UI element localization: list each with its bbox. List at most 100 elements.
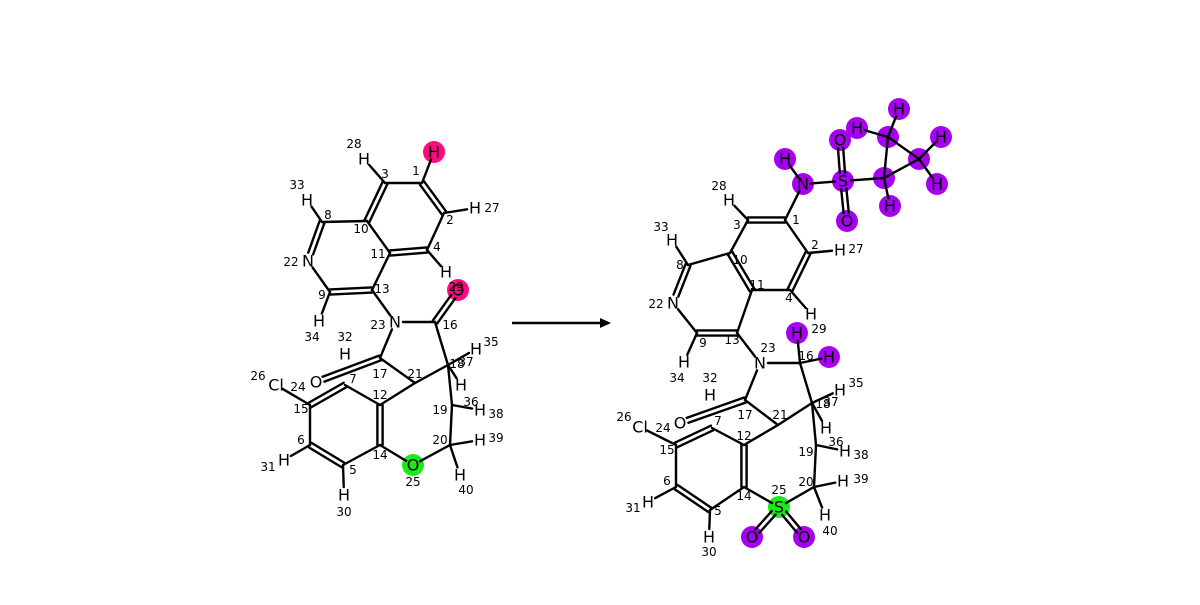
product-atom-index-b10: 10 — [732, 253, 747, 267]
product-bonds — [645, 115, 937, 534]
product-bond-4 — [728, 218, 750, 255]
product-highlight-bHc2 — [926, 173, 948, 195]
product-atom-index-b17: 17 — [737, 408, 752, 422]
reactant-atom-index-a13: 13 — [374, 282, 389, 296]
product-highlight-bHb2 — [888, 98, 910, 120]
product-bond-54 — [882, 157, 921, 180]
product-bond-16 — [685, 396, 748, 424]
product-bond-45 — [812, 485, 824, 509]
reactant-bond-1 — [425, 211, 446, 252]
product-atom-index-b37: 37 — [823, 395, 838, 409]
product-atom-symbol-bS: S — [838, 172, 848, 191]
reactant-bond-18 — [413, 363, 450, 385]
reactant-atom-index-a24: 24 — [290, 380, 305, 394]
product-atom-index-b31: 31 — [625, 501, 640, 515]
product-atom-index-b1: 1 — [792, 213, 800, 227]
product-molecule: 123456789101112131415161718192021N22N23C… — [616, 98, 952, 559]
reactant-bond-42 — [448, 440, 474, 447]
product-bond-13 — [796, 339, 802, 365]
reactant-bonds — [281, 158, 474, 489]
reactant-atom-index-a25: 25 — [405, 475, 420, 489]
product-bond-48 — [809, 180, 837, 185]
product-atom-index-b12: 12 — [736, 429, 751, 443]
product-bond-25 — [780, 510, 803, 534]
reactant-atom-index-a18: 18 — [449, 357, 464, 371]
product-atom-symbol-bOs1: O — [746, 528, 759, 547]
reactant-atom-index-a9: 9 — [318, 288, 326, 302]
product-highlight-b25 — [768, 496, 790, 518]
product-bond-11 — [735, 331, 757, 358]
product-bond-23 — [742, 485, 774, 505]
product-atom-symbol-b34: H — [678, 353, 690, 372]
product-highlight-bN — [792, 173, 814, 195]
reaction-arrow-head — [600, 318, 611, 328]
reactant-atom-index-a38: 38 — [488, 407, 503, 421]
product-atom-index-b15: 15 — [659, 443, 674, 457]
reactant-bond-21 — [418, 443, 452, 463]
product-bond-34 — [733, 204, 750, 222]
product-bond-52 — [882, 135, 890, 180]
product-bond-1 — [786, 250, 812, 293]
product-bond-10 — [735, 288, 754, 335]
product-atom-index-b30: 30 — [701, 545, 716, 559]
product-highlight-bOs1 — [741, 526, 763, 548]
product-bond-43 — [814, 443, 839, 451]
product-highlights — [741, 98, 952, 548]
product-atom-index-b23: 23 — [760, 341, 775, 355]
reactant-atom-index-a19: 19 — [432, 403, 447, 417]
reactant-atom-symbol-a29: O — [452, 281, 465, 300]
reactant-highlights — [402, 141, 469, 476]
product-bond-53 — [886, 135, 921, 161]
product-atom-index-b35: 35 — [848, 376, 863, 390]
reactant-atom-index-a40: 40 — [458, 483, 473, 497]
reactant-molecule: 123456789101112131415161718192021N22N23C… — [250, 137, 503, 519]
reactant-atom-index-a8: 8 — [324, 208, 332, 222]
reactant-atom-index-a39: 39 — [488, 431, 503, 445]
product-bond-58 — [917, 141, 937, 161]
reactant-atom-index-a6: 6 — [297, 433, 305, 447]
reactant-bond-25 — [343, 383, 382, 407]
product-bond-59 — [917, 157, 934, 179]
reactant-bond-43 — [448, 443, 459, 469]
product-bond-19 — [776, 401, 814, 427]
reactant-atom-index-a16: 16 — [442, 318, 457, 332]
product-atom-index-b2: 2 — [811, 238, 819, 252]
reactant-bond-10 — [370, 251, 392, 292]
product-highlight-bH16 — [818, 346, 840, 368]
product-bond-18 — [798, 361, 814, 405]
reactant-atom-symbol-a22: N — [302, 252, 314, 271]
reactant-bond-32 — [310, 205, 324, 224]
reactant-atom-index-a14: 14 — [372, 448, 387, 462]
reactant-atom-index-a2: 2 — [446, 213, 454, 227]
product-bond-20 — [810, 401, 818, 447]
reactant-bond-11 — [370, 288, 392, 317]
reactant-bond-7 — [307, 219, 326, 256]
product-bond-21 — [812, 443, 818, 489]
product-highlight-bS — [832, 170, 854, 192]
reactant-atom-index-a21: 21 — [407, 367, 422, 381]
product-atom-index-b40: 40 — [822, 524, 837, 538]
reactant-bond-39 — [446, 351, 471, 367]
product-bond-15 — [743, 369, 759, 402]
reactant-atom-symbol-a32: H — [339, 345, 351, 364]
reactant-atom-symbol-a36: H — [455, 376, 467, 395]
product-bond-5 — [746, 216, 787, 224]
reactant-atom-symbol-a25: O — [407, 456, 420, 475]
product-atom-index-b20: 20 — [798, 475, 813, 489]
reactant-atom-index-a20: 20 — [432, 433, 447, 447]
reactant-atom-index-a33: 33 — [289, 178, 304, 192]
reactant-bond-29 — [341, 443, 382, 467]
product-atom-index-b25: 25 — [771, 483, 786, 497]
product-bond-36 — [686, 331, 699, 356]
product-atom-index-b21: 21 — [772, 408, 787, 422]
reactant-highlight-a25 — [402, 454, 424, 476]
product-atom-index-b38: 38 — [853, 448, 868, 462]
reactant-bond-17 — [433, 320, 450, 367]
product-atom-index-b32: 32 — [702, 371, 717, 385]
reactant-atom-symbol-a30: H — [338, 486, 350, 505]
reactant-atom-index-a27: 27 — [484, 201, 499, 215]
product-atom-symbol-bHb1: H — [851, 119, 863, 138]
product-atom-symbol-bN: N — [797, 175, 809, 194]
reactant-bond-33 — [320, 290, 332, 315]
